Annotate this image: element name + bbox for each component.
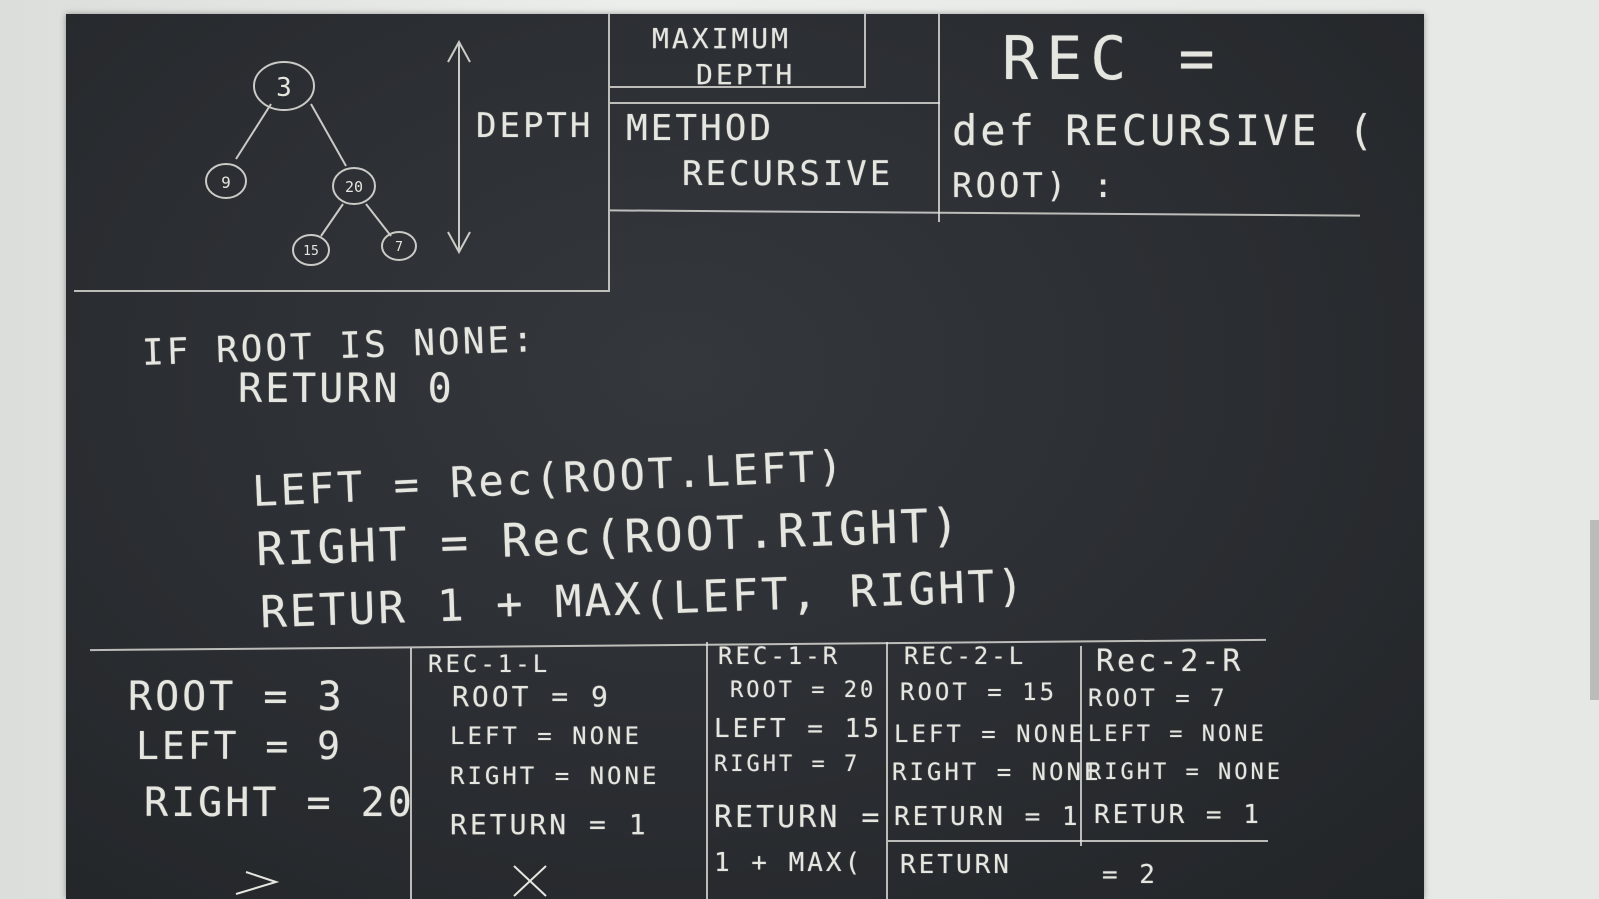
binary-tree-diagram: 3 9 20 15 7: [205, 39, 471, 266]
depth-label: DEPTH: [476, 106, 594, 146]
trace-col2-return: RETURN =: [714, 800, 883, 835]
trace-col1-left: LEFT = NONE: [450, 722, 642, 750]
code-line-2: RETURN 0: [238, 366, 455, 412]
trace-col4-root: ROOT = 7: [1088, 684, 1228, 712]
chalkboard: 3 9 20 15 7 DEPTH MAXIMUM DEPTH METHOD R…: [66, 14, 1424, 899]
trace-col4-return: RETUR = 1: [1094, 800, 1262, 830]
code-line-5: RETUR 1 + MAX(LEFT, RIGHT): [259, 560, 1028, 639]
tree-node-root-label: 3: [276, 73, 292, 103]
trace-col2-right: RIGHT = 7: [714, 752, 861, 777]
trace-bottom-tail: = 2: [1102, 860, 1158, 890]
rec-title: REC =: [1002, 24, 1223, 94]
trace-bottom-return: RETURN: [900, 850, 1012, 880]
trace-col3-return: RETURN = 1: [894, 802, 1081, 832]
trace-divider-bottom: [888, 840, 1268, 842]
trace-col3-left: LEFT = NONE: [894, 720, 1086, 748]
trace-col0-left: LEFT = 9: [136, 724, 344, 768]
divider-horizontal: [610, 86, 866, 88]
divider-horizontal: [610, 209, 1360, 217]
chalk-cross-mark: [513, 865, 547, 897]
wall-fixture: [1590, 520, 1599, 700]
tree-node-right-left-label: 15: [303, 244, 319, 259]
divider-horizontal: [610, 102, 940, 104]
trace-col1-root: ROOT = 9: [452, 680, 611, 713]
divider-vertical: [938, 14, 940, 222]
trace-col1-right: RIGHT = NONE: [450, 762, 660, 790]
trace-col2-root: ROOT = 20: [730, 678, 877, 703]
tree-node-root: [253, 61, 315, 111]
divider-vertical: [608, 14, 610, 290]
tree-node-right-left: [292, 234, 330, 266]
def-line-1: def RECURSIVE (: [952, 106, 1377, 155]
method-label: METHOD: [626, 108, 775, 149]
chalk-arrow-mark: [235, 871, 280, 895]
tree-edge: [320, 203, 344, 237]
divider-vertical: [864, 14, 866, 86]
trace-divider-vertical: [886, 642, 888, 899]
tree-node-right: [332, 167, 376, 205]
def-line-2: ROOT) :: [952, 166, 1117, 206]
trace-col0-root: ROOT = 3: [128, 674, 345, 720]
depth-arrow-head-top: [447, 39, 471, 63]
tree-node-right-right-label: 7: [395, 240, 403, 255]
divider-horizontal: [74, 290, 610, 292]
trace-divider-top: [90, 638, 1266, 652]
depth-arrow-head-bottom: [447, 231, 471, 255]
recursive-label: RECURSIVE: [682, 154, 894, 194]
trace-divider-vertical: [706, 642, 708, 899]
tree-edge: [310, 103, 347, 167]
trace-col0-right: RIGHT = 20: [144, 780, 415, 826]
tree-node-right-label: 20: [345, 178, 363, 196]
trace-divider-vertical: [1080, 646, 1082, 846]
tree-node-right-right: [381, 231, 417, 261]
trace-col3-right: RIGHT = NONE: [892, 758, 1102, 786]
trace-col4-right: RIGHT = NONE: [1088, 760, 1283, 785]
trace-col1-return: RETURN = 1: [450, 808, 649, 841]
tree-node-left-label: 9: [221, 173, 231, 192]
trace-col1-title: REC-1-L: [428, 650, 551, 678]
trace-col2-return-expr: 1 + MAX(: [714, 848, 864, 878]
trace-divider-vertical: [410, 648, 412, 899]
trace-col4-left: LEFT = NONE: [1088, 722, 1267, 747]
trace-col2-left: LEFT = 15: [714, 714, 882, 744]
trace-col3-title: REC-2-L: [904, 642, 1027, 670]
trace-col2-title: REC-1-R: [718, 642, 841, 670]
tree-node-left: [205, 163, 247, 199]
tree-edge: [365, 203, 392, 237]
trace-col3-root: ROOT = 15: [900, 678, 1058, 706]
trace-col4-title: Rec-2-R: [1096, 644, 1244, 679]
tree-edge: [235, 103, 272, 160]
maximum-label: MAXIMUM: [652, 22, 792, 55]
depth-sub-label: DEPTH: [696, 58, 796, 91]
